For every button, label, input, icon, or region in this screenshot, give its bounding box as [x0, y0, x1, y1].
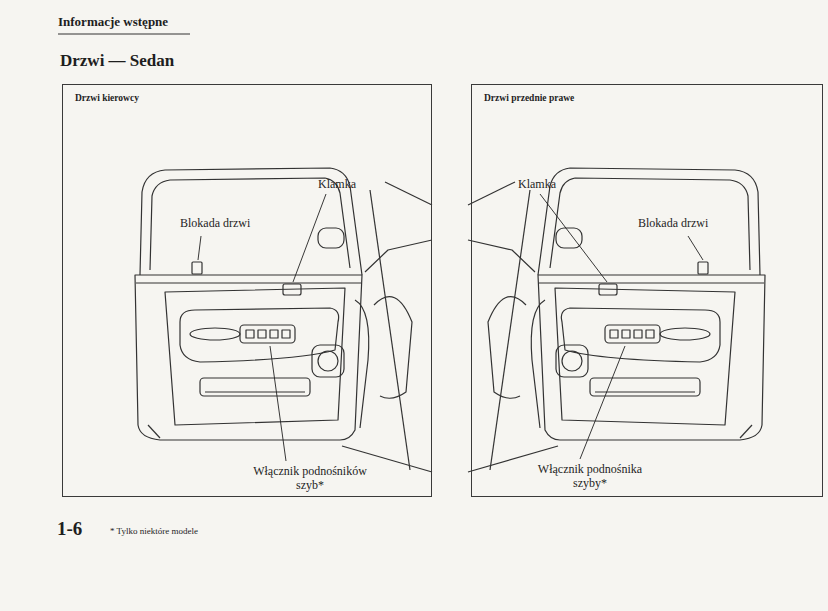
figure-panel: Drzwi kierowcy — [62, 84, 432, 497]
page-number: 1-6 — [57, 518, 82, 540]
leader-lines — [198, 194, 703, 461]
part-label: Włącznik podnośników szyb* — [240, 465, 380, 493]
footnote: * Tylko niektóre modele — [110, 526, 198, 536]
part-label: Klamka — [318, 178, 356, 192]
part-label: Blokada drzwi — [638, 217, 708, 231]
panel-caption: Drzwi przednie prawe — [472, 85, 822, 103]
part-label: Blokada drzwi — [180, 217, 250, 231]
header-rule — [58, 34, 190, 35]
figure-panel: Drzwi przednie prawe — [471, 84, 823, 497]
passenger-door — [468, 168, 765, 472]
part-label: Włącznik podnośnika szyby* — [520, 463, 660, 491]
panel-caption: Drzwi kierowcy — [63, 85, 431, 103]
driver-door — [135, 168, 432, 472]
page-title: Drzwi — Sedan — [60, 51, 174, 71]
part-label: Klamka — [518, 178, 556, 192]
running-header: Informacje wstępne — [58, 15, 168, 30]
